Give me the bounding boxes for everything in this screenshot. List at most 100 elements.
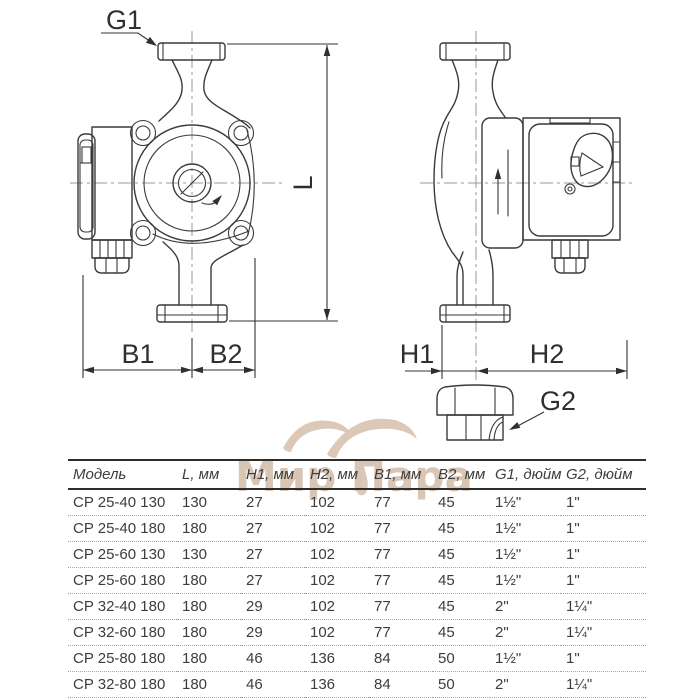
table-cell: 46 [246, 676, 263, 693]
table-cell: 77 [374, 624, 391, 641]
table-cell: 50 [438, 676, 455, 693]
table-cell: 45 [438, 572, 455, 589]
table-cell: 2" [495, 624, 509, 641]
steam-cloud-logo [283, 418, 417, 458]
table-cell: 102 [310, 624, 336, 641]
table-cell: 27 [246, 494, 263, 511]
steam-drop [354, 460, 368, 496]
table-cell: CP 32-40 180 [73, 598, 166, 615]
table-cell: CP 25-40 130 [73, 494, 166, 511]
table-cell: 84 [374, 650, 391, 667]
table-cell: 27 [246, 520, 263, 537]
side-view [405, 31, 632, 382]
table-cell: 2" [495, 676, 509, 693]
bolt-tabs [129, 119, 255, 247]
table-cell: 50 [438, 650, 455, 667]
table-cell: 180 [182, 624, 208, 641]
label-h2: H2 [530, 339, 565, 369]
table-cell: 29 [246, 624, 263, 641]
table-cell: 1¼" [566, 598, 593, 615]
table-row: CP 25-80 180 180 46 136 84 50 1½" 1" [68, 646, 646, 672]
table-cell: 1½" [495, 520, 522, 537]
table-cell: CP 25-60 180 [73, 572, 166, 589]
label-b2: B2 [209, 339, 242, 369]
table-cell: 29 [246, 598, 263, 615]
terminal-box [77, 126, 133, 274]
table-cell: 77 [374, 598, 391, 615]
table-cell: 45 [438, 546, 455, 563]
dimensions-table: Модель L, мм H1, мм H2, мм B1, мм B2, мм G1, д… [68, 459, 646, 698]
front-view [70, 31, 338, 378]
column-header: B1, мм [374, 466, 422, 483]
table-body: CP 25-40 130 130 27 102 77 45 1½" 1" CP 25-40 18… [68, 489, 646, 698]
table-cell: 136 [310, 676, 336, 693]
table-cell: 27 [246, 546, 263, 563]
table-cell: 27 [246, 572, 263, 589]
speed-knob [570, 132, 614, 188]
table-cell: 77 [374, 494, 391, 511]
column-header: Модель [73, 466, 127, 483]
table-cell: 1" [566, 494, 580, 511]
table-cell: 77 [374, 520, 391, 537]
table-cell: 180 [182, 676, 208, 693]
table-cell: 1½" [495, 572, 522, 589]
table-cell: 102 [310, 494, 336, 511]
table-cell: 180 [182, 650, 208, 667]
column-header: L, мм [182, 466, 220, 483]
label-l: L [288, 175, 318, 190]
column-header: H1, мм [246, 466, 295, 483]
table-cell: 1" [566, 572, 580, 589]
table-cell: 2" [495, 598, 509, 615]
pump-technical-drawing: G1 L B1 B2 H1 H2 G2 [70, 5, 632, 441]
table-header: Модель L, мм H1, мм H2, мм B1, мм B2, мм G1, д… [68, 460, 646, 489]
table-row: CP 32-40 180 180 29 102 77 45 2" 1¼" [68, 594, 646, 620]
table-cell: 102 [310, 546, 336, 563]
column-header: G2, дюйм [566, 466, 633, 483]
table-cell: 46 [246, 650, 263, 667]
table-cell: 1½" [495, 494, 522, 511]
label-g1: G1 [106, 5, 142, 35]
table-cell: 77 [374, 546, 391, 563]
union-nut [436, 384, 545, 441]
table-cell: 77 [374, 572, 391, 589]
table-cell: 130 [182, 546, 208, 563]
column-header: H2, мм [310, 466, 359, 483]
label-h1: H1 [400, 339, 435, 369]
table-cell: CP 25-80 180 [73, 650, 166, 667]
header-row: Модель L, мм H1, мм H2, мм B1, мм B2, мм G1, д… [68, 460, 646, 489]
control-box [522, 117, 621, 274]
table-cell: 1½" [495, 546, 522, 563]
table-cell: 84 [374, 676, 391, 693]
table-cell: 1" [566, 650, 580, 667]
table-cell: 1½" [495, 650, 522, 667]
table-cell: 1" [566, 546, 580, 563]
table-cell: 102 [310, 598, 336, 615]
table-cell: 1¼" [566, 624, 593, 641]
table-cell: 45 [438, 520, 455, 537]
watermark-text: Мир Пара [235, 452, 473, 501]
table-cell: 1¼" [566, 676, 593, 693]
table-cell: CP 32-60 180 [73, 624, 166, 641]
table-cell: 136 [310, 650, 336, 667]
table-cell: CP 32-80 180 [73, 676, 166, 693]
table-cell: 180 [182, 598, 208, 615]
table-cell: 180 [182, 520, 208, 537]
column-header: G1, дюйм [495, 466, 561, 483]
table-cell: 102 [310, 572, 336, 589]
label-g2: G2 [540, 386, 576, 416]
table-cell: CP 25-40 180 [73, 520, 166, 537]
table-cell: 45 [438, 598, 455, 615]
table-row: CP 32-80 180 180 46 136 84 50 2" 1¼" [68, 672, 646, 698]
table-cell: CP 25-60 130 [73, 546, 166, 563]
table-cell: 102 [310, 520, 336, 537]
table-row: CP 25-60 130 130 27 102 77 45 1½" 1" [68, 542, 646, 568]
label-b1: B1 [121, 339, 154, 369]
column-header: B2, мм [438, 466, 486, 483]
table-cell: 130 [182, 494, 208, 511]
